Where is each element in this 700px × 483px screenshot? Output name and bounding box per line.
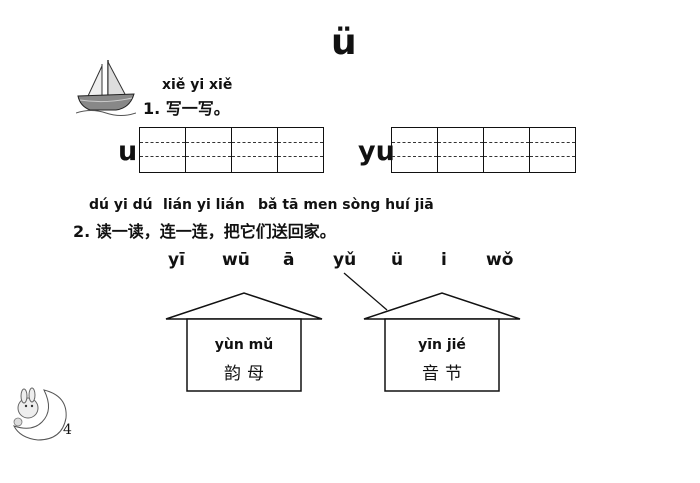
grid-cell[interactable] [231, 128, 277, 172]
page-number: 4 [63, 422, 72, 438]
house-yinjie [363, 292, 521, 392]
grid-cell[interactable] [483, 128, 529, 172]
grid-cell[interactable] [140, 128, 185, 172]
writing-grid-yu[interactable] [391, 127, 576, 173]
grid-cell[interactable] [437, 128, 483, 172]
moon-rabbit-illustration [13, 387, 67, 441]
page-title: ü [331, 22, 357, 63]
option-a[interactable]: ā [283, 250, 295, 270]
option-wu[interactable]: wū [222, 250, 250, 270]
exercise2-pinyin-3: bǎ tā men sòng huí jiā [258, 197, 434, 213]
exercise1-pinyin: xiě yi xiě [162, 77, 233, 93]
house-yunmu-pinyin: yùn mǔ [214, 337, 274, 353]
writing-grid-u[interactable] [139, 127, 324, 173]
exercise2-label: 2. 读一读，连一连，把它们送回家。 [73, 222, 336, 241]
house-yinjie-pinyin: yīn jié [418, 337, 466, 353]
house-yinjie-chinese: 音节 [422, 364, 468, 384]
grid-cell[interactable] [185, 128, 231, 172]
option-wo[interactable]: wǒ [486, 250, 514, 270]
option-i[interactable]: i [441, 250, 447, 270]
grid-cell[interactable] [277, 128, 323, 172]
house-yunmu-chinese: 韵母 [224, 364, 270, 384]
exercise2-pinyin-1: dú yi dú [89, 197, 153, 213]
exercise1-label: 1. 写一写。 [143, 99, 230, 118]
option-yu[interactable]: yǔ [333, 250, 357, 270]
boat-illustration [76, 60, 136, 116]
letter-yu: yu [358, 136, 395, 167]
grid-cell[interactable] [529, 128, 575, 172]
grid-cell[interactable] [392, 128, 437, 172]
house-yunmu [165, 292, 323, 392]
option-yi[interactable]: yī [168, 250, 185, 270]
option-u-umlaut[interactable]: ü [391, 250, 404, 270]
exercise2-pinyin-2: lián yi lián [163, 197, 245, 213]
letter-u: u [118, 136, 138, 167]
